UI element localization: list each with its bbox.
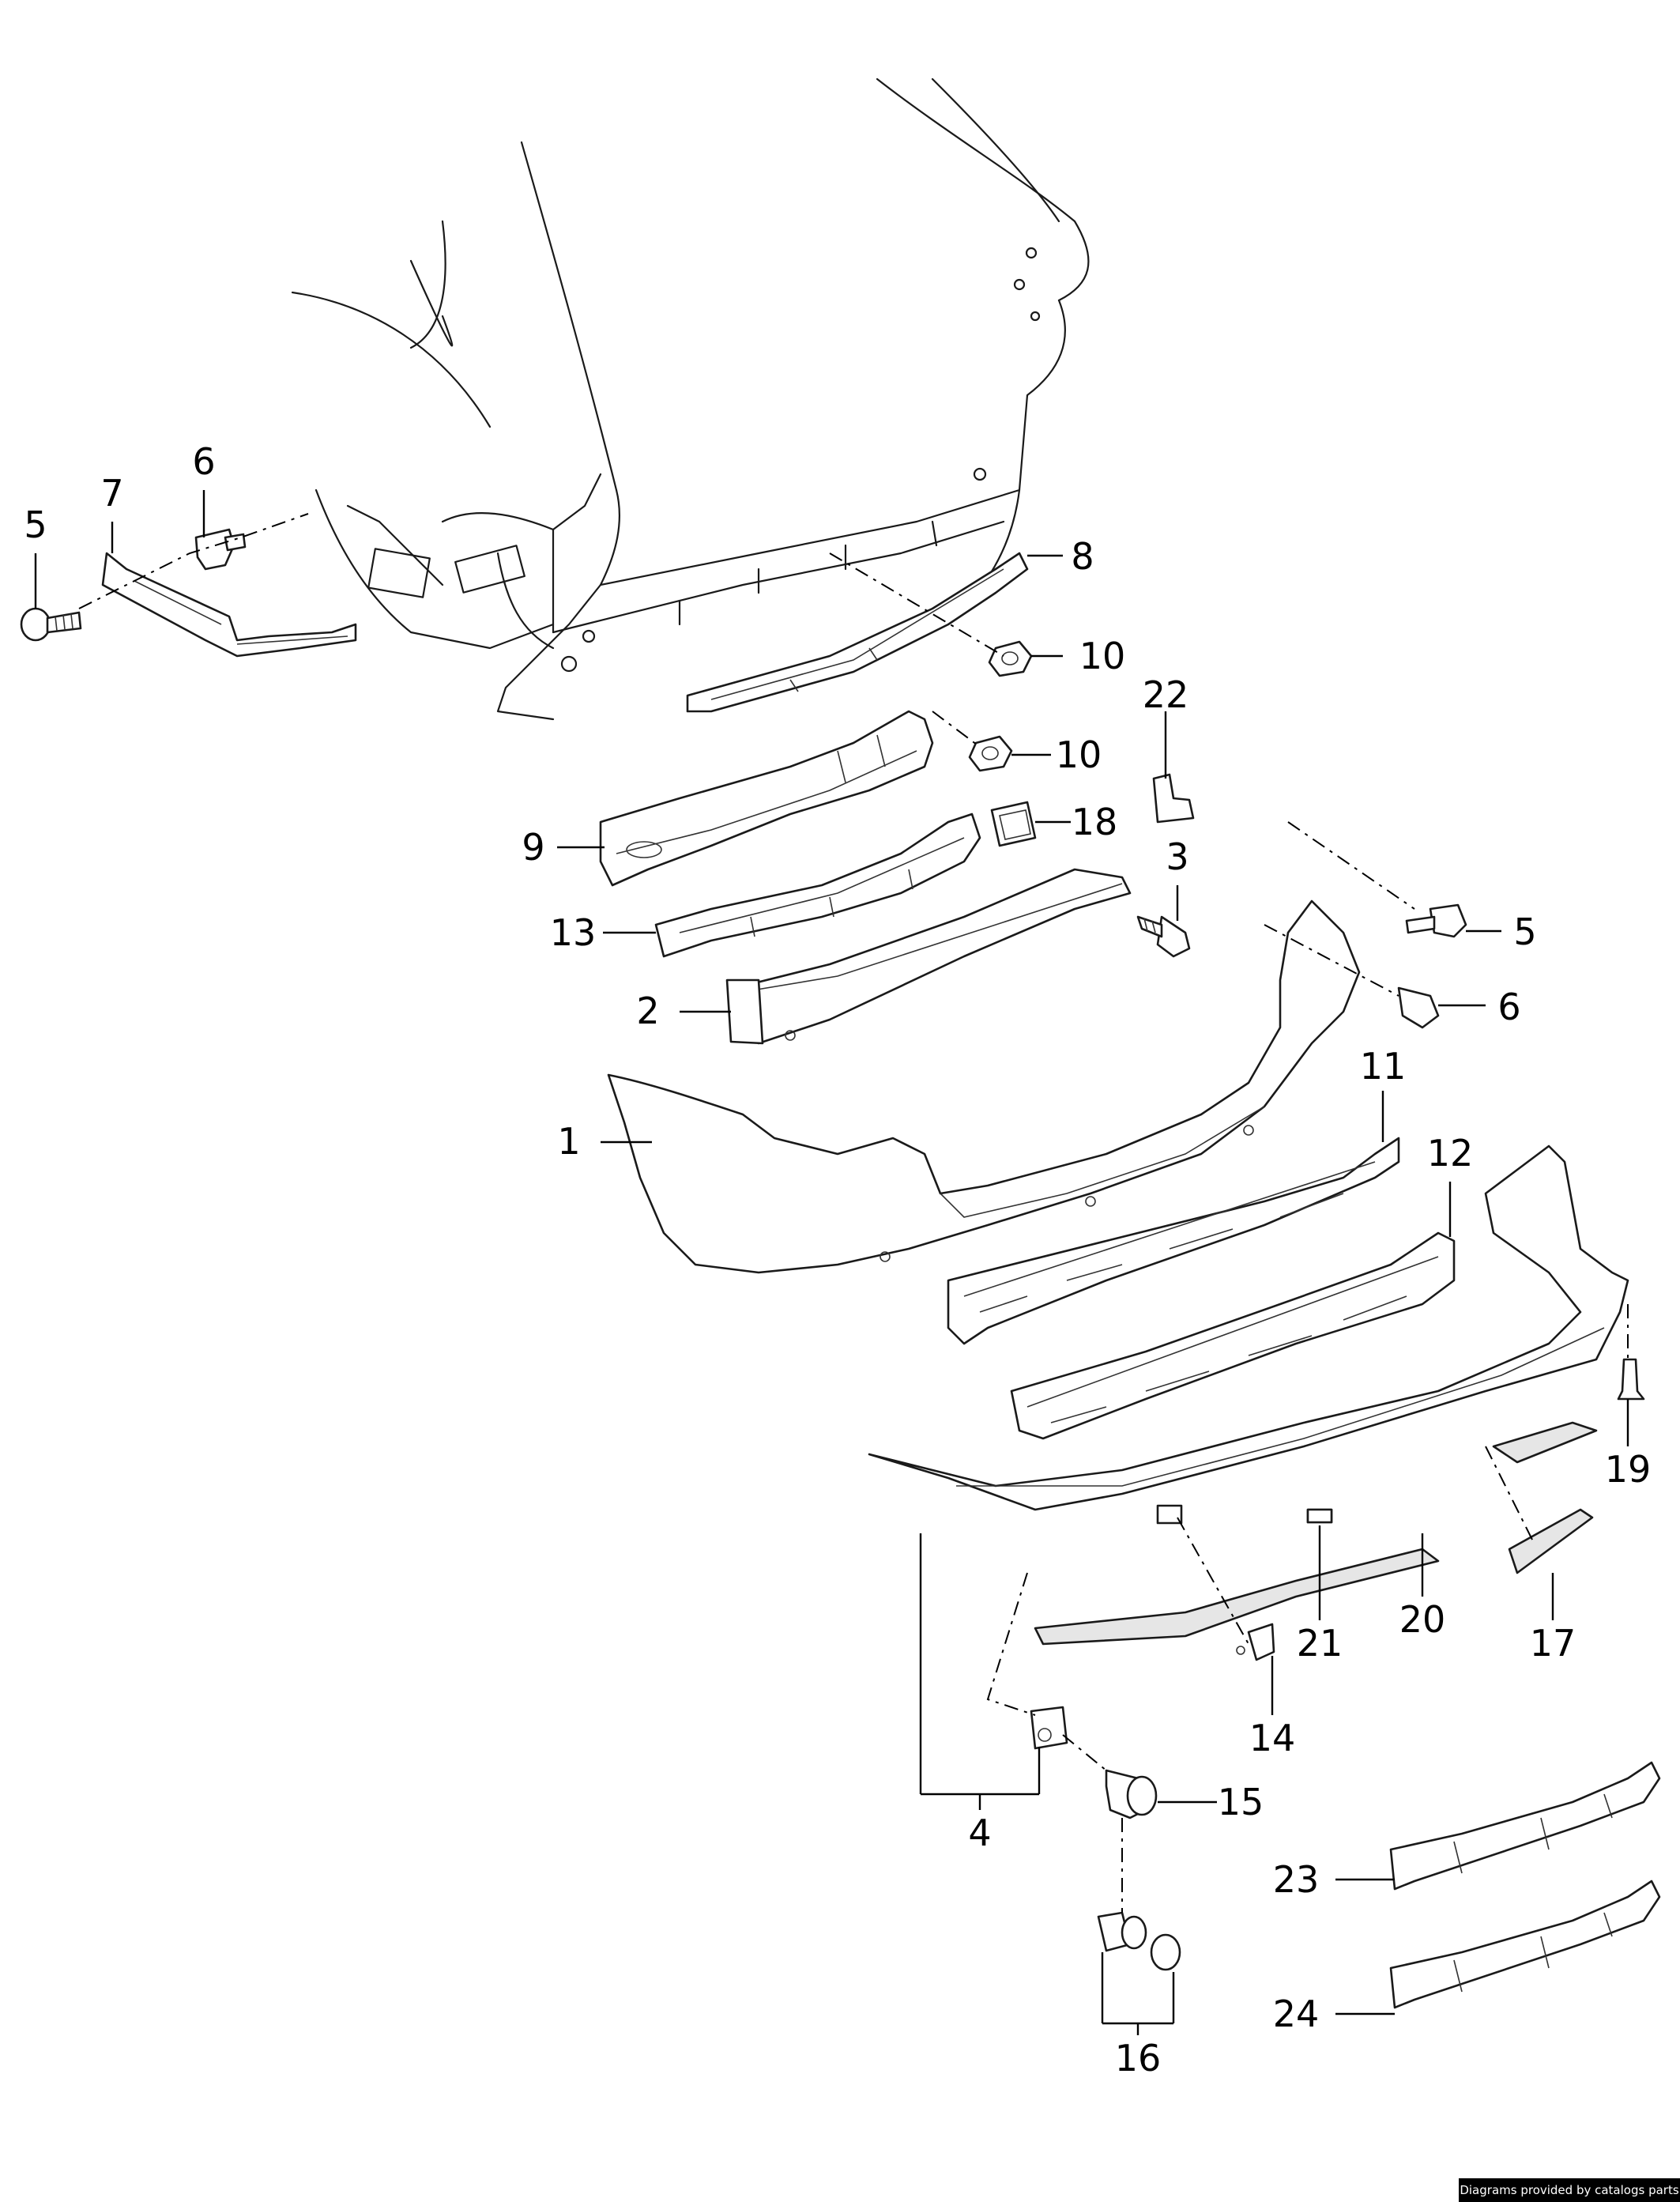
part-24-diffuser-panel <box>1389 1880 1661 2009</box>
callout-11: 11 <box>1360 1045 1407 1088</box>
callout-13: 13 <box>550 911 597 954</box>
part-11-energy-absorber <box>947 1137 1400 1345</box>
part-14-cap <box>1236 1623 1275 1661</box>
leader-lines <box>34 490 1629 2035</box>
callout-12: 12 <box>1427 1132 1474 1175</box>
part-20-lower-valance <box>868 1144 1629 1646</box>
part-5-bolt-right <box>1405 903 1467 938</box>
part-23-diffuser-panel <box>1389 1761 1661 1891</box>
part-4-sensor-holder <box>1030 1706 1068 1750</box>
credit-banner: Diagrams provided by catalogs parts <box>1459 2178 1680 2202</box>
part-19-bolt <box>1617 1358 1645 1401</box>
part-6-clip-left <box>194 528 247 571</box>
callout-10-middle: 10 <box>1056 733 1102 776</box>
part-8-upper-mount-rail <box>686 552 1029 713</box>
part-21-clip <box>1306 1508 1333 1524</box>
part-13-lower-bracket-rail <box>654 813 981 958</box>
part-15-parking-sensor <box>1105 1769 1158 1819</box>
callout-10-upper: 10 <box>1079 635 1126 677</box>
part-12-energy-absorber <box>1010 1231 1456 1440</box>
callout-14: 14 <box>1249 1717 1296 1759</box>
callout-15: 15 <box>1218 1781 1264 1823</box>
part-5-bolt-left <box>20 607 82 642</box>
callout-9: 9 <box>522 826 544 869</box>
part-17-trim-strip <box>1508 1508 1594 1574</box>
part-3-bolt <box>1136 915 1191 958</box>
callout-2: 2 <box>636 990 659 1032</box>
callout-6-right: 6 <box>1497 986 1520 1028</box>
callout-24: 24 <box>1273 1993 1320 2035</box>
part-1-bumper-cover <box>607 899 1361 1274</box>
right-vent-insert <box>1492 1421 1598 1464</box>
callout-7: 7 <box>100 472 123 515</box>
callout-16: 16 <box>1115 2037 1162 2079</box>
callout-5-right: 5 <box>1513 911 1536 953</box>
callout-19: 19 <box>1605 1448 1652 1491</box>
part-22-clip <box>1152 773 1195 824</box>
callout-4: 4 <box>968 1812 991 1854</box>
callout-8: 8 <box>1071 535 1094 578</box>
callout-20: 20 <box>1399 1598 1446 1641</box>
callout-17: 17 <box>1530 1622 1576 1665</box>
callout-5-left: 5 <box>24 503 47 546</box>
part-18-gasket <box>990 801 1037 847</box>
callout-1: 1 <box>557 1120 580 1163</box>
callout-21: 21 <box>1297 1622 1343 1665</box>
part-16-sensor-with-ring <box>1097 1911 1181 1971</box>
callout-labels: 1 2 3 4 5 5 6 6 7 8 9 10 10 11 12 13 14 … <box>24 440 1651 2079</box>
assembly-lines <box>78 513 1629 1913</box>
callout-23: 23 <box>1273 1858 1320 1901</box>
part-10-nut-upper <box>988 640 1033 677</box>
part-10-nut-middle <box>968 735 1013 772</box>
part-9-mount-carrier <box>599 710 934 887</box>
part-2-impact-reinforcement-bar <box>725 868 1132 1045</box>
callout-18: 18 <box>1072 801 1118 843</box>
callout-22: 22 <box>1143 673 1189 716</box>
callout-6-left: 6 <box>192 440 215 483</box>
part-6-clip-right <box>1397 986 1440 1029</box>
vehicle-rear-body <box>291 77 1090 721</box>
part-7-side-bracket <box>101 552 357 658</box>
callout-3: 3 <box>1166 835 1188 878</box>
